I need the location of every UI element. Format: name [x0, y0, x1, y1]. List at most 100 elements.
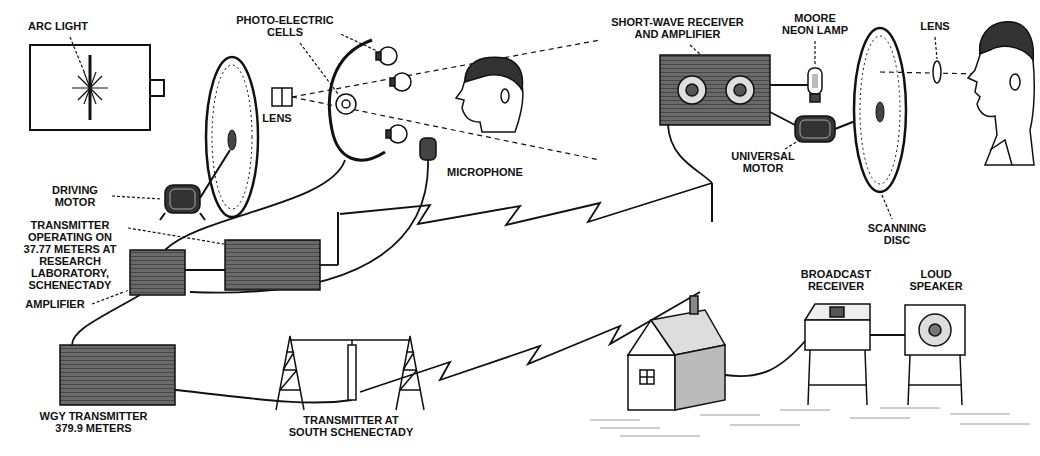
- arc-light-housing: [150, 80, 164, 96]
- microphone: [420, 138, 436, 160]
- universal-motor: [800, 120, 830, 138]
- leader-line: [935, 37, 937, 59]
- callout-label: AMPLIFIER: [18, 298, 92, 310]
- arc-light-housing: [30, 45, 164, 130]
- scanning-disc: [206, 57, 258, 217]
- radio-towers: [280, 352, 300, 390]
- amplifier-box: [130, 250, 185, 295]
- loud-speaker: [905, 305, 965, 405]
- transmitter-box: [225, 240, 320, 290]
- amplifier-box: [130, 250, 185, 295]
- broadcast-receiver: [870, 334, 905, 336]
- ground-strokes: [620, 436, 700, 437]
- callout-label: SCANNING DISC: [860, 222, 934, 246]
- wgy-transmitter-box: [60, 345, 175, 405]
- scanning-disc: [876, 102, 884, 122]
- loud-speaker: [909, 384, 961, 386]
- loud-speaker: [960, 355, 962, 405]
- radio-wave: [360, 292, 700, 392]
- leader-line: [814, 41, 815, 65]
- neon-lamp: [808, 68, 822, 102]
- short-wave-receiver: [711, 183, 713, 222]
- callout-label: BROADCAST RECEIVER: [795, 268, 877, 292]
- broadcast-receiver: [865, 350, 867, 405]
- callout-label: ARC LIGHT: [18, 20, 98, 32]
- ground-strokes: [850, 418, 910, 419]
- wgy-transmitter-box: [60, 345, 175, 405]
- driving-motor: [160, 213, 165, 220]
- lens: [933, 61, 941, 83]
- broadcast-receiver: [808, 350, 810, 405]
- ground-strokes: [880, 408, 940, 409]
- radio-towers: [348, 345, 356, 400]
- radio-towers: [351, 340, 353, 345]
- radio-towers: [276, 336, 304, 410]
- radio-wave: [340, 183, 712, 225]
- leader-line: [92, 290, 129, 304]
- driving-motor: [200, 213, 205, 220]
- lens: [272, 88, 292, 106]
- wires: [175, 390, 352, 403]
- broadcast-receiver: [805, 304, 870, 320]
- viewer-head: [968, 22, 1034, 165]
- subject-head: [465, 57, 522, 90]
- neon-lamp: [810, 94, 820, 102]
- house: [628, 296, 806, 410]
- photo-electric-cells: [376, 52, 381, 60]
- arc-light-housing: [84, 72, 96, 104]
- arc-light-housing: [72, 72, 108, 104]
- short-wave-receiver: [770, 112, 795, 125]
- radio-towers: [276, 336, 424, 410]
- loud-speaker: [905, 305, 965, 355]
- leader-line: [70, 37, 85, 74]
- radio-towers: [290, 339, 410, 341]
- short-wave-receiver: [660, 55, 808, 222]
- driving-motor: [170, 189, 195, 209]
- lens: [933, 61, 941, 83]
- arc-light-housing: [30, 45, 150, 130]
- scanning-disc: [854, 28, 906, 192]
- ground-strokes: [590, 420, 640, 421]
- callout-label: TRANSMITTER AT SOUTH SCHENECTADY: [285, 414, 417, 438]
- short-wave-receiver: [660, 55, 770, 125]
- ground-strokes: [730, 425, 800, 426]
- leader-line: [300, 43, 338, 94]
- leader-line: [690, 45, 700, 54]
- photo-electric-cells: [386, 130, 391, 138]
- house: [690, 296, 698, 314]
- viewer-head: [990, 140, 1012, 165]
- broadcast-receiver: [805, 304, 905, 405]
- wires: [185, 269, 225, 271]
- ground-strokes: [780, 410, 830, 411]
- short-wave-receiver: [770, 84, 808, 86]
- callout-label: TRANSMITTER OPERATING ON 37.77 METERS AT…: [14, 219, 126, 292]
- lens: [272, 88, 292, 106]
- house: [725, 340, 806, 376]
- leader-line: [785, 141, 798, 149]
- short-wave-receiver: [686, 84, 698, 96]
- wires: [165, 160, 345, 250]
- leader-line: [112, 196, 161, 199]
- ground-strokes: [960, 424, 1030, 425]
- loud-speaker: [919, 314, 951, 346]
- scanning-disc: [860, 36, 900, 184]
- sight-line: [880, 72, 982, 74]
- transmitter-box: [337, 212, 339, 265]
- scanning-disc: [212, 65, 252, 209]
- scanning-disc: [206, 57, 258, 217]
- house: [628, 355, 675, 410]
- transmitter-box: [225, 212, 338, 290]
- subject-head: [501, 89, 509, 103]
- subject-head: [456, 57, 523, 132]
- callout-label: UNIVERSAL MOTOR: [726, 150, 800, 174]
- light-rays: [292, 40, 600, 160]
- broadcast-receiver: [830, 307, 844, 317]
- photo-electric-cells: [336, 94, 356, 114]
- callout-label: LENS: [260, 112, 294, 124]
- driving-motor: [165, 185, 200, 213]
- loud-speaker: [908, 355, 910, 405]
- microphone: [190, 160, 428, 293]
- wires: [320, 264, 338, 266]
- callout-label: SHORT-WAVE RECEIVER AND AMPLIFIER: [600, 16, 755, 40]
